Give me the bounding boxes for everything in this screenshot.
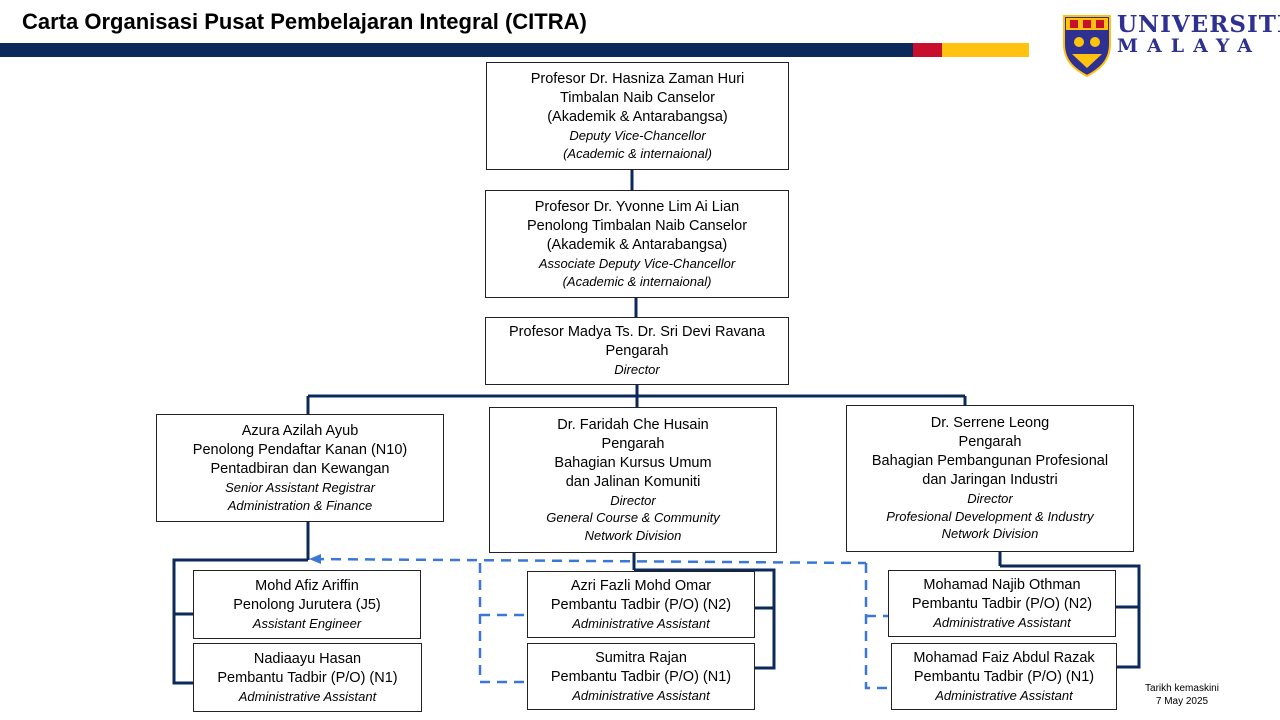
profdev-dept-1: Bahagian Pembangunan Profesional [871,453,1109,470]
nadiaayu-title-en: Administrative Assistant [238,688,377,704]
najib-title-en: Administrative Assistant [933,614,1071,630]
sumitra-name: Sumitra Rajan [595,649,687,666]
box-admin-assistant-sumitra: Sumitra Rajan Pembantu Tadbir (P/O) (N1)… [527,643,755,710]
general-dept-en-2: Network Division [584,527,682,543]
last-updated-date: 7 May 2025 [1155,696,1209,707]
box-admin-assistant-azri: Azri Fazli Mohd Omar Pembantu Tadbir (P/… [527,571,755,638]
box-deputy-vice-chancellor: Profesor Dr. Hasniza Zaman Huri Timbalan… [486,62,789,170]
afiz-name: Mohd Afiz Ariffin [255,577,359,594]
faiz-title-en: Administrative Assistant [935,687,1073,703]
azri-title: Pembantu Tadbir (P/O) (N2) [550,596,732,613]
nadiaayu-name: Nadiaayu Hasan [253,650,362,667]
advc-title-en: Associate Deputy Vice-Chancellor [538,256,736,271]
profdev-dept-en-1: Profesional Development & Industry [886,508,1094,524]
box-general-course-division: Dr. Faridah Che Husain Pengarah Bahagian… [489,407,777,553]
profdev-dept-en-2: Network Division [941,526,1039,542]
header-bar-navy [0,43,913,57]
najib-name: Mohamad Najib Othman [923,576,1081,593]
box-assistant-engineer: Mohd Afiz Ariffin Penolong Jurutera (J5)… [193,570,421,639]
dvc-name: Profesor Dr. Hasniza Zaman Huri [530,71,745,87]
last-updated: Tarikh kemaskini 7 May 2025 [1130,682,1234,708]
advc-dept: (Akademik & Antarabangsa) [546,237,728,253]
advc-dept-en: (Academic & internaional) [562,273,712,289]
box-admin-assistant-faiz: Mohamad Faiz Abdul Razak Pembantu Tadbir… [891,643,1117,710]
box-associate-deputy-vice-chancellor: Profesor Dr. Yvonne Lim Ai Lian Penolong… [485,190,789,298]
box-admin-assistant-najib: Mohamad Najib Othman Pembantu Tadbir (P/… [888,570,1116,637]
afiz-title: Penolong Jurutera (J5) [233,596,381,613]
box-professional-development-division: Dr. Serrene Leong Pengarah Bahagian Pemb… [846,405,1134,552]
nadiaayu-title: Pembantu Tadbir (P/O) (N1) [217,669,398,686]
general-title: Pengarah [601,435,665,452]
general-dept-en-1: General Course & Community [546,510,720,526]
profdev-dept-2: dan Jaringan Industri [922,472,1058,489]
box-admin-assistant-nadiaayu: Nadiaayu Hasan Pembantu Tadbir (P/O) (N1… [193,643,422,712]
sumitra-title: Pembantu Tadbir (P/O) (N1) [550,668,732,685]
azri-name: Azri Fazli Mohd Omar [570,577,712,594]
sumitra-title-en: Administrative Assistant [572,687,710,703]
university-crest-icon [1063,15,1111,78]
faiz-name: Mohamad Faiz Abdul Razak [913,649,1095,666]
admin-title-en: Senior Assistant Registrar [225,480,375,495]
box-administration-finance: Azura Azilah Ayub Penolong Pendaftar Kan… [156,414,444,522]
dvc-dept: (Akademik & Antarabangsa) [547,109,728,125]
header-bar-red [913,43,942,57]
director-title-en: Director [614,362,660,378]
profdev-name: Dr. Serrene Leong [930,415,1050,432]
profdev-title-en: Director [967,491,1013,507]
general-name: Dr. Faridah Che Husain [557,416,709,433]
logo-text-universiti: UNIVERSITI [1117,11,1280,38]
admin-title: Penolong Pendaftar Kanan (N10) [192,442,408,458]
logo-text-malaya: MALAYA [1117,35,1262,57]
dvc-title-en: Deputy Vice-Chancellor [569,128,706,143]
general-dept-1: Bahagian Kursus Umum [554,454,712,471]
advc-title: Penolong Timbalan Naib Canselor [526,218,748,234]
header-bar-yellow [942,43,1029,57]
dvc-title: Timbalan Naib Canselor [559,90,715,106]
faiz-title: Pembantu Tadbir (P/O) (N1) [913,668,1095,685]
admin-dept-en: Administration & Finance [227,497,373,513]
najib-title: Pembantu Tadbir (P/O) (N2) [911,595,1093,612]
azri-title-en: Administrative Assistant [572,615,710,631]
page-title: Carta Organisasi Pusat Pembelajaran Inte… [22,9,587,34]
profdev-title: Pengarah [958,434,1022,451]
last-updated-label: Tarikh kemaskini [1145,683,1219,694]
director-name: Profesor Madya Ts. Dr. Sri Devi Ravana [509,324,765,341]
advc-name: Profesor Dr. Yvonne Lim Ai Lian [534,199,740,215]
box-director: Profesor Madya Ts. Dr. Sri Devi Ravana P… [485,317,789,385]
director-title: Pengarah [605,343,669,360]
dvc-dept-en: (Academic & internaional) [563,145,712,161]
admin-name: Azura Azilah Ayub [241,423,359,439]
general-title-en: Director [610,492,656,508]
admin-dept: Pentadbiran dan Kewangan [210,461,390,477]
general-dept-2: dan Jalinan Komuniti [565,473,701,490]
afiz-title-en: Assistant Engineer [252,615,362,631]
